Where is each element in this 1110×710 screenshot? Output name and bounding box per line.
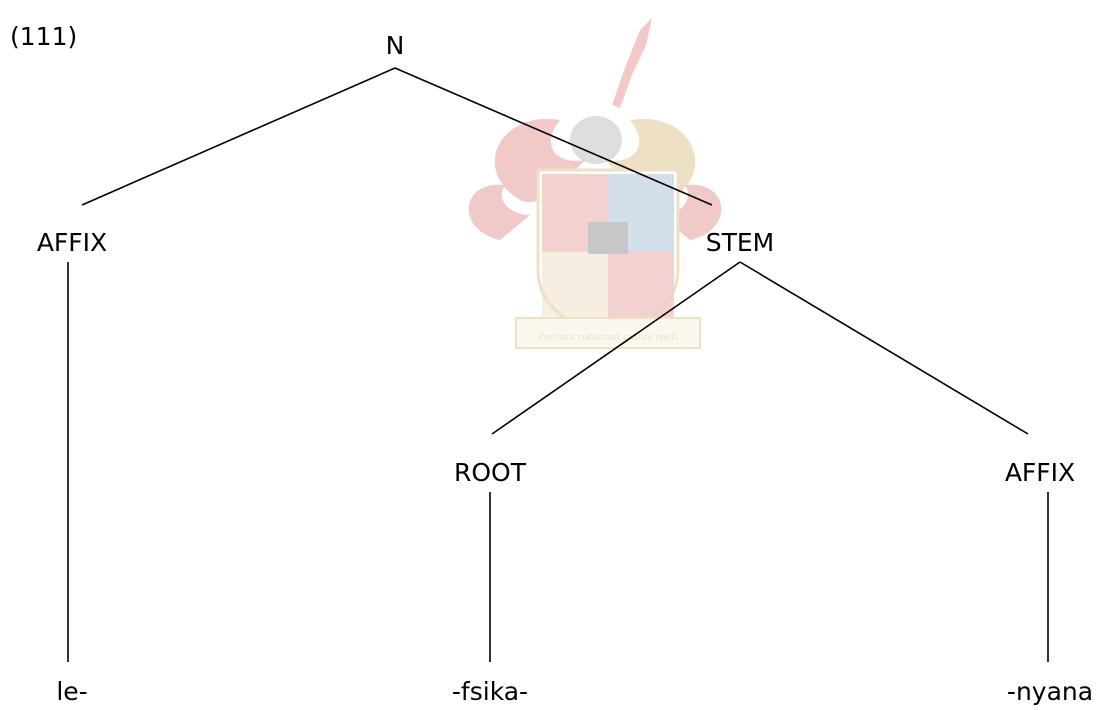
node-root: ROOT (454, 458, 527, 487)
edge-n-stem (394, 67, 713, 206)
edge-stem-affix (739, 261, 1029, 435)
crest-motto: Pectora roborant cultus recti (538, 332, 678, 343)
node-affix-left: AFFIX (37, 228, 107, 257)
edge-stem-root (491, 261, 741, 435)
node-affix-right: AFFIX (1005, 458, 1075, 487)
example-number: (111) (10, 22, 77, 51)
edge-n-affix (81, 67, 396, 206)
morpheme-fsika: -fsika- (452, 677, 528, 706)
node-stem: STEM (706, 228, 775, 257)
university-crest-watermark: Pectora roborant cultus recti (468, 18, 722, 349)
morpheme-nyana: -nyana (1007, 677, 1093, 706)
node-n: N (386, 31, 405, 60)
morpheme-le: le- (56, 677, 87, 706)
